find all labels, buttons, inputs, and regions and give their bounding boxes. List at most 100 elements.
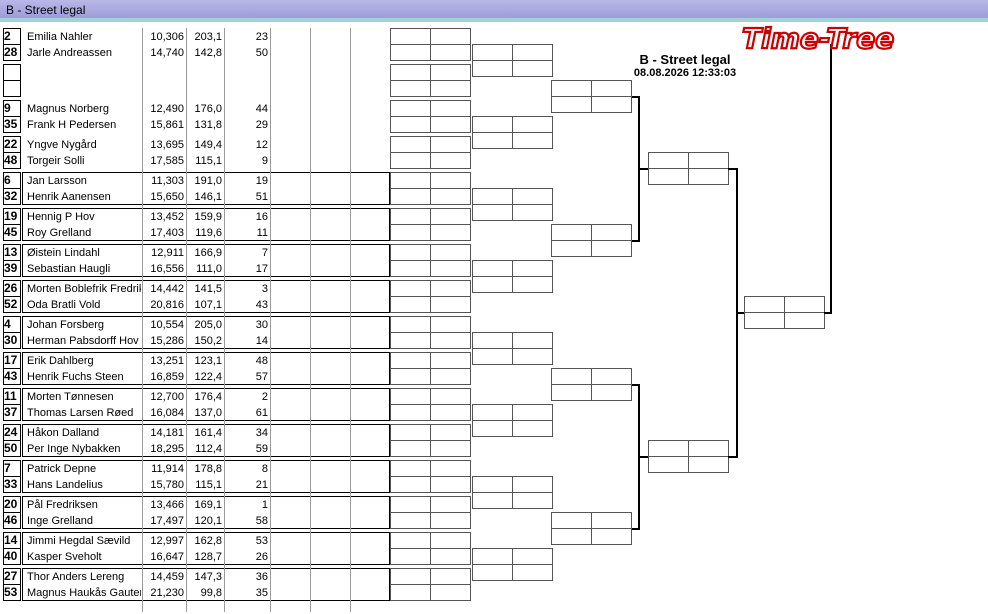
bracket-cell[interactable] bbox=[430, 532, 471, 549]
bracket-cell[interactable] bbox=[430, 244, 471, 261]
bracket-cell[interactable] bbox=[390, 80, 431, 97]
bracket-cell[interactable] bbox=[430, 100, 471, 117]
driver-name[interactable]: Thomas Larsen Røed bbox=[27, 407, 134, 419]
bracket-cell[interactable] bbox=[430, 316, 471, 333]
bracket-cell[interactable] bbox=[430, 388, 471, 405]
bracket-cell[interactable] bbox=[688, 456, 729, 473]
bracket-cell[interactable] bbox=[472, 332, 513, 349]
bracket-cell[interactable] bbox=[390, 368, 431, 385]
bracket-cell[interactable] bbox=[430, 280, 471, 297]
bracket-cell[interactable] bbox=[512, 476, 553, 493]
bracket-cell[interactable] bbox=[390, 584, 431, 601]
driver-name[interactable]: Kasper Sveholt bbox=[27, 551, 102, 563]
bracket-cell[interactable] bbox=[512, 404, 553, 421]
bracket-cell[interactable] bbox=[591, 528, 632, 545]
bracket-cell[interactable] bbox=[430, 296, 471, 313]
bracket-cell[interactable] bbox=[430, 512, 471, 529]
bracket-cell[interactable] bbox=[472, 44, 513, 61]
bracket-cell[interactable] bbox=[390, 568, 431, 585]
bracket-cell[interactable] bbox=[390, 316, 431, 333]
bracket-cell[interactable] bbox=[430, 64, 471, 81]
bracket-cell[interactable] bbox=[591, 80, 632, 97]
bracket-cell[interactable] bbox=[430, 44, 471, 61]
bracket-cell[interactable] bbox=[551, 384, 592, 401]
bracket-cell[interactable] bbox=[472, 564, 513, 581]
bracket-cell[interactable] bbox=[390, 208, 431, 225]
driver-name[interactable]: Erik Dahlberg bbox=[27, 355, 94, 367]
driver-name[interactable]: Sebastian Haugli bbox=[27, 263, 111, 275]
bracket-cell[interactable] bbox=[390, 388, 431, 405]
bracket-cell[interactable] bbox=[390, 496, 431, 513]
bracket-cell[interactable] bbox=[551, 528, 592, 545]
driver-name[interactable]: Hennig P Hov bbox=[27, 211, 95, 223]
bracket-cell[interactable] bbox=[551, 80, 592, 97]
bracket-cell[interactable] bbox=[512, 132, 553, 149]
bracket-cell[interactable] bbox=[430, 80, 471, 97]
driver-name[interactable]: Jimmi Hegdal Sævild bbox=[27, 535, 131, 547]
bracket-cell[interactable] bbox=[390, 44, 431, 61]
bracket-cell[interactable] bbox=[430, 28, 471, 45]
bracket-cell[interactable] bbox=[472, 60, 513, 77]
bracket-cell[interactable] bbox=[591, 240, 632, 257]
bracket-cell[interactable] bbox=[390, 260, 431, 277]
bracket-cell[interactable] bbox=[591, 368, 632, 385]
bracket-cell[interactable] bbox=[648, 456, 689, 473]
bracket-cell[interactable] bbox=[390, 172, 431, 189]
bracket-cell[interactable] bbox=[512, 564, 553, 581]
bracket-cell[interactable] bbox=[472, 204, 513, 221]
bracket-cell[interactable] bbox=[430, 188, 471, 205]
bracket-cell[interactable] bbox=[784, 296, 825, 313]
bracket-cell[interactable] bbox=[430, 152, 471, 169]
bracket-cell[interactable] bbox=[430, 424, 471, 441]
bracket-cell[interactable] bbox=[430, 208, 471, 225]
bracket-cell[interactable] bbox=[512, 420, 553, 437]
driver-name[interactable]: Johan Forsberg bbox=[27, 319, 105, 331]
driver-name[interactable]: Magnus Norberg bbox=[27, 103, 109, 115]
driver-name[interactable]: Emilia Nahler bbox=[27, 31, 93, 43]
bracket-cell[interactable] bbox=[688, 152, 729, 169]
driver-name[interactable]: Morten Boblefrik Fredrik: bbox=[27, 283, 141, 295]
driver-name[interactable]: Henrik Fuchs Steen bbox=[27, 371, 124, 383]
driver-name[interactable]: Thor Anders Lereng bbox=[27, 571, 125, 583]
bracket-cell[interactable] bbox=[430, 260, 471, 277]
bracket-cell[interactable] bbox=[390, 532, 431, 549]
bracket-cell[interactable] bbox=[688, 440, 729, 457]
bracket-cell[interactable] bbox=[472, 116, 513, 133]
bracket-cell[interactable] bbox=[430, 116, 471, 133]
bracket-cell[interactable] bbox=[430, 332, 471, 349]
bracket-cell[interactable] bbox=[648, 440, 689, 457]
bracket-cell[interactable] bbox=[390, 280, 431, 297]
bracket-cell[interactable] bbox=[390, 512, 431, 529]
bracket-cell[interactable] bbox=[591, 96, 632, 113]
bracket-cell[interactable] bbox=[390, 460, 431, 477]
bracket-cell[interactable] bbox=[390, 136, 431, 153]
bracket-cell[interactable] bbox=[430, 496, 471, 513]
bracket-cell[interactable] bbox=[390, 476, 431, 493]
bracket-cell[interactable] bbox=[648, 168, 689, 185]
bracket-cell[interactable] bbox=[512, 116, 553, 133]
bracket-cell[interactable] bbox=[430, 460, 471, 477]
bracket-cell[interactable] bbox=[512, 44, 553, 61]
bracket-cell[interactable] bbox=[430, 172, 471, 189]
bracket-cell[interactable] bbox=[591, 224, 632, 241]
bracket-cell[interactable] bbox=[591, 384, 632, 401]
driver-name[interactable]: Patrick Depne bbox=[27, 463, 97, 475]
bracket-cell[interactable] bbox=[430, 440, 471, 457]
bracket-cell[interactable] bbox=[744, 296, 785, 313]
bracket-cell[interactable] bbox=[430, 584, 471, 601]
bracket-cell[interactable] bbox=[390, 424, 431, 441]
bracket-cell[interactable] bbox=[512, 348, 553, 365]
bracket-cell[interactable] bbox=[390, 352, 431, 369]
bracket-cell[interactable] bbox=[472, 404, 513, 421]
bracket-cell[interactable] bbox=[512, 260, 553, 277]
driver-name[interactable]: Torgeir Solli bbox=[27, 155, 85, 167]
bracket-cell[interactable] bbox=[390, 332, 431, 349]
driver-name[interactable]: Roy Grelland bbox=[27, 227, 92, 239]
bracket-cell[interactable] bbox=[430, 352, 471, 369]
bracket-cell[interactable] bbox=[430, 136, 471, 153]
driver-name[interactable]: Yngve Nygård bbox=[27, 139, 97, 151]
bracket-cell[interactable] bbox=[551, 240, 592, 257]
driver-name[interactable]: Magnus Haukås Gauter bbox=[27, 587, 141, 599]
bracket-cell[interactable] bbox=[390, 152, 431, 169]
bracket-cell[interactable] bbox=[512, 492, 553, 509]
